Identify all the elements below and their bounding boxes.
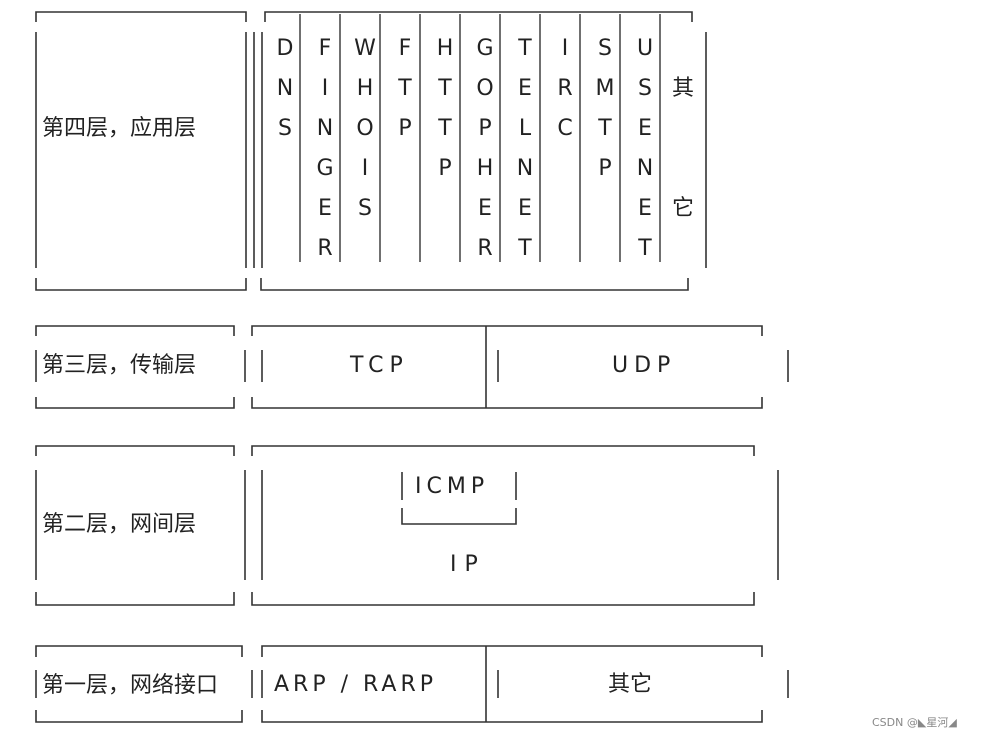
protocol-letter: S bbox=[358, 196, 372, 221]
arp-rarp-label: ARP / RARP bbox=[274, 672, 437, 697]
protocol-letter: E bbox=[518, 196, 532, 221]
protocol-letter: N bbox=[316, 116, 334, 141]
protocol-letter: W bbox=[354, 36, 376, 61]
protocol-letter: S bbox=[638, 76, 652, 101]
protocol-letter: N bbox=[516, 156, 534, 181]
layer-label-1: 第一层，网络接口 bbox=[42, 673, 219, 698]
layer-label-4: 第四层，应用层 bbox=[42, 116, 197, 141]
protocol-letter: L bbox=[518, 116, 532, 141]
protocol-letter: S bbox=[598, 36, 612, 61]
udp-label: UDP bbox=[612, 353, 677, 378]
protocol-letter: T bbox=[398, 76, 412, 101]
protocol-letter: D bbox=[276, 36, 294, 61]
protocol-letter: E bbox=[518, 76, 532, 101]
protocol-letter: C bbox=[557, 116, 573, 141]
protocol-letter: I bbox=[361, 156, 369, 181]
protocol-letter: G bbox=[316, 156, 334, 181]
protocol-letter: 它 bbox=[672, 196, 695, 221]
protocol-letter: H bbox=[356, 76, 374, 101]
protocol-letter: P bbox=[598, 156, 612, 181]
protocol-letter: M bbox=[595, 76, 615, 101]
tcp-label: TCP bbox=[350, 353, 409, 378]
protocol-letter: O bbox=[476, 76, 494, 101]
protocol-letter: P bbox=[478, 116, 492, 141]
protocol-letter: R bbox=[317, 236, 333, 261]
protocol-letter: E bbox=[478, 196, 492, 221]
layer-label-3: 第三层，传输层 bbox=[42, 353, 197, 378]
protocol-letter: T bbox=[438, 76, 452, 101]
icmp-label: ICMP bbox=[415, 474, 490, 499]
protocol-letter: I bbox=[321, 76, 329, 101]
protocol-letter: H bbox=[476, 156, 494, 181]
protocol-letter: F bbox=[318, 36, 332, 61]
layer-label-2: 第二层，网间层 bbox=[42, 512, 197, 537]
watermark: CSDN @◣星河◢ bbox=[872, 716, 957, 729]
protocol-letter: E bbox=[638, 196, 652, 221]
protocol-letter: G bbox=[476, 36, 494, 61]
protocol-letter: T bbox=[598, 116, 612, 141]
protocol-letter: N bbox=[636, 156, 654, 181]
protocol-letter: E bbox=[638, 116, 652, 141]
protocol-letter: P bbox=[438, 156, 452, 181]
protocol-letter: U bbox=[636, 36, 654, 61]
protocol-letter: R bbox=[557, 76, 573, 101]
protocol-letter: T bbox=[638, 236, 652, 261]
protocol-letter: E bbox=[318, 196, 332, 221]
protocol-letter: 其 bbox=[672, 76, 695, 101]
link-other-label: 其它 bbox=[608, 672, 653, 697]
protocol-letter: I bbox=[561, 36, 569, 61]
protocol-letter: S bbox=[278, 116, 292, 141]
protocol-letter: R bbox=[477, 236, 493, 261]
protocol-letter: H bbox=[436, 36, 454, 61]
protocol-letter: T bbox=[438, 116, 452, 141]
protocol-letter: O bbox=[356, 116, 374, 141]
protocol-letter: T bbox=[518, 36, 532, 61]
protocol-letter: F bbox=[398, 36, 412, 61]
protocol-letter: P bbox=[398, 116, 412, 141]
ip-label: IP bbox=[450, 552, 486, 577]
protocol-letter: N bbox=[276, 76, 294, 101]
protocol-letter: T bbox=[518, 236, 532, 261]
